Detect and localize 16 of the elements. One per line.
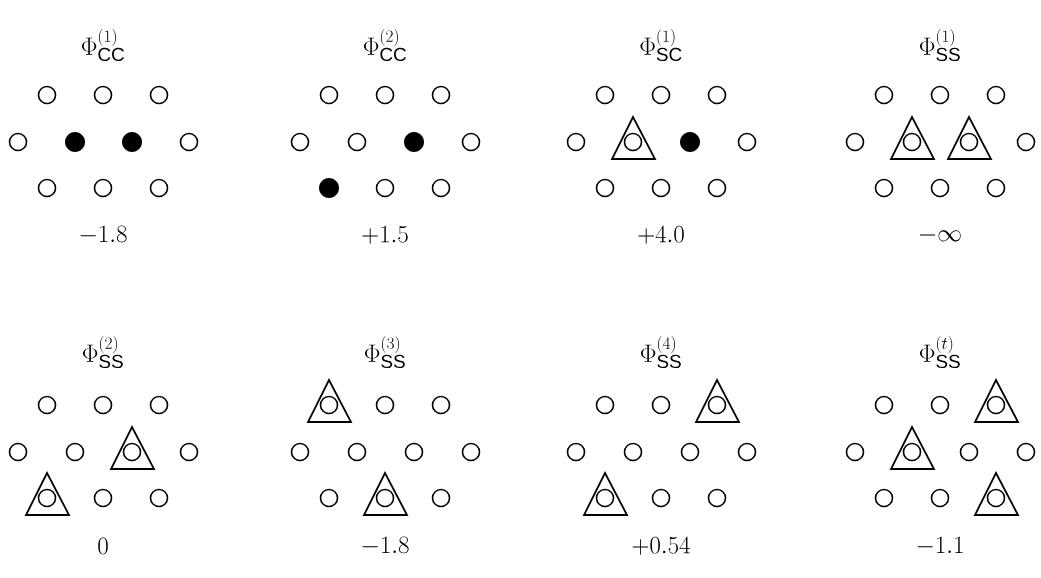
value-label: $-1.8$ xyxy=(80,225,127,243)
value-label: $+1.5$ xyxy=(362,225,408,244)
formula-label: $\Phi^{(1)}_{\mathrm{SS}}$ xyxy=(920,28,960,62)
value-label: $+0.54$ xyxy=(632,536,690,555)
formula-label: $\Phi^{(t)}_{\mathrm{SS}}$ xyxy=(920,335,960,369)
value-label: $-1.1$ xyxy=(917,536,963,553)
value-label: $0$ xyxy=(98,537,108,555)
formula-label: $\Phi^{(4)}_{\mathrm{SS}}$ xyxy=(641,335,681,369)
formula-label: $\Phi^{(2)}_{\mathrm{SS}}$ xyxy=(83,335,123,369)
formula-label: $\Phi^{(2)}_{\mathrm{CC}}$ xyxy=(363,28,406,62)
formula-label: $\Phi^{(1)}_{\mathrm{CC}}$ xyxy=(81,28,124,62)
formula-label: $\Phi^{(1)}_{\mathrm{SC}}$ xyxy=(640,28,682,62)
value-label: $-1.8$ xyxy=(362,536,409,554)
value-label: $+4.0$ xyxy=(638,225,684,244)
formula-label: $\Phi^{(3)}_{\mathrm{SS}}$ xyxy=(365,335,405,369)
value-label: $-\infty$ xyxy=(919,230,961,242)
